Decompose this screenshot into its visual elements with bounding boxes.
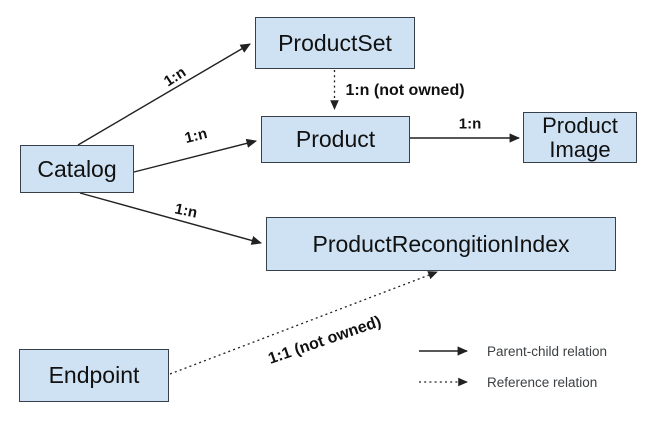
- legend-row-reference: Reference relation: [418, 372, 648, 392]
- legend: Parent-child relation Reference relation: [418, 341, 648, 403]
- legend-row-parent-child: Parent-child relation: [418, 341, 648, 361]
- legend-label-parent-child: Parent-child relation: [487, 343, 608, 359]
- edge-label-product-image: 1:n: [458, 115, 482, 133]
- edge-catalog-to-index: [79, 192, 263, 245]
- solid-arrow-icon: [419, 346, 469, 356]
- legend-label-reference: Reference relation: [487, 374, 598, 390]
- edge-endpoint-to-index: [169, 271, 438, 375]
- node-product-image: Product Image: [523, 112, 637, 163]
- edge-label-productset-product: 1:n (not owned): [345, 82, 465, 99]
- dotted-arrow-icon: [419, 377, 468, 387]
- node-endpoint: Endpoint: [19, 349, 169, 402]
- node-product: Product: [261, 116, 410, 163]
- node-product-recognition-index: ProductRecongitionIndex: [266, 217, 616, 271]
- edge-catalog-to-productset: [77, 43, 251, 146]
- node-productset: ProductSet: [255, 17, 415, 69]
- node-catalog: Catalog: [20, 145, 134, 193]
- edge-catalog-to-product: [133, 138, 258, 173]
